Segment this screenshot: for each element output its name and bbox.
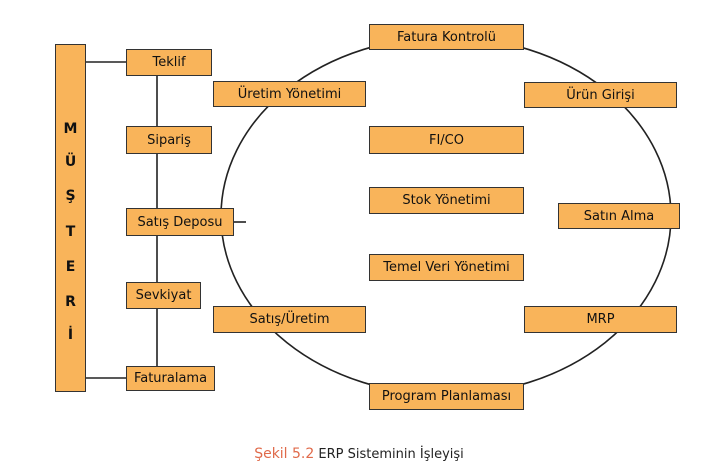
- step-faturalama: Faturalama: [126, 366, 215, 391]
- figure-caption: Şekil 5.2 ERP Sisteminin İşleyişi: [0, 446, 718, 462]
- figure-number: Şekil 5.2: [254, 446, 315, 462]
- musteri-letter: İ: [67, 327, 74, 343]
- musteri-letter: E: [65, 259, 76, 275]
- musteri-letter: Ş: [65, 188, 76, 204]
- musteri-letter: T: [65, 224, 76, 240]
- musteri-letter: Ü: [64, 154, 77, 170]
- module-fatura-kontrolu: Fatura Kontrolü: [369, 24, 524, 50]
- musteri-letter: R: [65, 294, 76, 310]
- module-satin-alma: Satın Alma: [558, 203, 680, 229]
- step-sevkiyat: Sevkiyat: [126, 282, 201, 309]
- module-mrp: MRP: [524, 306, 677, 333]
- core-temel-veri-yonetimi: Temel Veri Yönetimi: [369, 254, 524, 281]
- module-uretim-yonetimi: Üretim Yönetimi: [213, 81, 366, 107]
- core-stok-yonetimi: Stok Yönetimi: [369, 187, 524, 214]
- module-urun-girisi: Ürün Girişi: [524, 82, 677, 108]
- step-teklif: Teklif: [126, 49, 212, 76]
- musteri-letter: M: [63, 121, 78, 137]
- core-fi-co: FI/CO: [369, 126, 524, 154]
- module-program-planlamasi: Program Planlaması: [369, 383, 524, 410]
- figure-title: ERP Sisteminin İşleyişi: [314, 447, 464, 462]
- module-satis-uretim: Satış/Üretim: [213, 306, 366, 333]
- musteri-column: M Ü Ş T E R İ: [55, 44, 86, 392]
- step-satis-deposu: Satış Deposu: [126, 208, 234, 236]
- step-siparis: Sipariş: [126, 126, 212, 154]
